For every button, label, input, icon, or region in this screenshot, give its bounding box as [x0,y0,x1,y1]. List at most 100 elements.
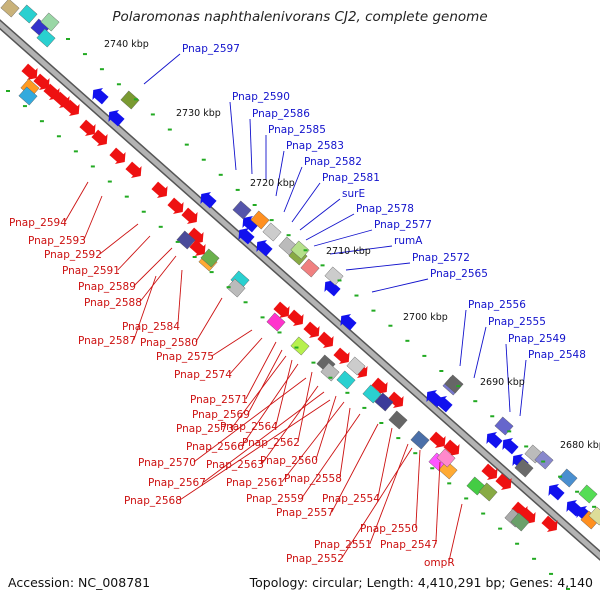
forward-gene-label: Pnap_2552 [286,553,344,565]
forward-gene-label: ompR [424,557,455,569]
reverse-gene-label: Pnap_2583 [286,140,344,152]
forward-gene-label: Pnap_2563 [206,459,264,471]
kbp-tick-label: 2730 kbp [176,108,221,119]
forward-label-leader [99,223,139,255]
reverse-label-leader [459,309,467,367]
forward-gene-label: Pnap_2592 [44,249,102,261]
reverse-gene-label: Pnap_2597 [182,43,240,55]
kbp-tick-label: 2720 kbp [250,178,295,189]
forward-label-leader [339,407,351,479]
gc-tick [456,385,461,388]
forward-label-leader [297,371,313,443]
forward-label-leader [377,427,393,499]
gc-tick [328,376,333,379]
gc-tick [490,415,495,418]
gc-tick [99,68,104,71]
forward-gene-label: Pnap_2561 [226,477,284,489]
gc-tick [481,512,486,515]
forward-label-leader [117,235,151,271]
forward-label-leader [245,341,277,400]
kbp-tick-label: 2690 kbp [480,377,525,388]
gc-tick [439,370,444,372]
forward-gene-label: Pnap_2589 [78,281,136,293]
gc-tick [413,452,418,455]
forward-gene-label: Pnap_2557 [276,507,334,519]
forward-gene-label: Pnap_2584 [122,321,180,333]
backbone [0,19,600,561]
forward-gene-label: Pnap_2551 [314,539,372,551]
reverse-gene [548,484,565,501]
forward-gene-label: Pnap_2593 [28,235,86,247]
forward-gene-label: Pnap_2591 [62,265,120,277]
forward-gene [495,473,512,490]
gc-tick [82,53,87,56]
reverse-label-leader [229,101,237,171]
forward-label-leader [133,275,157,341]
forward-label-leader [435,461,441,545]
gene-block [250,210,270,230]
reverse-gene-label: Pnap_2572 [412,252,470,264]
forward-gene-label: Pnap_2550 [360,523,418,535]
reverse-gene [502,438,519,455]
gc-tick [90,165,95,168]
forward-gene [443,439,460,456]
reverse-gene-label: Pnap_2549 [508,333,566,345]
gene-block [494,416,514,436]
label-lines [64,53,527,563]
forward-gene-label: Pnap_2580 [140,337,198,349]
kbp-tick-label: 2710 kbp [326,246,371,257]
forward-gene [79,119,96,136]
gene-block [514,458,534,478]
forward-gene [63,99,80,116]
gc-tick [175,240,180,243]
gc-tick [575,490,580,493]
gene-block [336,370,356,390]
reverse-gene [324,280,341,297]
gc-tick [371,309,376,312]
gene-block [374,392,394,412]
gc-tick [388,324,393,327]
gc-tick [277,331,282,334]
forward-gene-label: Pnap_2588 [84,297,142,309]
forward-label-leader [341,447,413,559]
forward-gene [109,147,126,164]
gene-block [18,4,38,24]
gene-block [40,12,60,32]
reverse-label-leader [305,213,355,241]
forward-gene-label: Pnap_2562 [242,437,300,449]
forward-label-leader [369,443,409,545]
reverse-label-leader [283,166,303,213]
forward-gene [125,161,142,178]
kbp-tick-label: 2700 kbp [403,312,448,323]
gc-tick [56,135,61,138]
gc-tick [592,505,597,508]
forward-gene-label: Pnap_2564 [220,421,278,433]
gc-tick [541,460,546,463]
forward-label-leader [247,349,283,415]
gc-tick [507,430,512,433]
gc-tick [558,475,563,478]
gene-block [290,336,310,356]
gc-tick [260,316,265,319]
reverse-gene-label: Pnap_2555 [488,316,546,328]
gc-tick [39,120,44,123]
gc-tick [498,527,503,530]
reverse-gene [108,110,125,127]
gene-block [232,200,252,220]
forward-label-leader [179,399,331,501]
reverse-gene [256,240,273,257]
reverse-label-leader [291,182,321,223]
reverse-gene-label: Pnap_2565 [430,268,488,280]
forward-gene-label: Pnap_2558 [284,473,342,485]
gc-tick [107,180,112,183]
reverse-label-leader [143,53,181,85]
gc-tick [473,400,478,403]
forward-gene-label: Pnap_2574 [174,369,232,381]
gc-tick [396,437,401,440]
gene-block [226,278,246,298]
reverse-gene [340,314,357,331]
gc-tick [311,361,316,364]
gc-tick [422,354,427,357]
gene-block [410,430,430,450]
